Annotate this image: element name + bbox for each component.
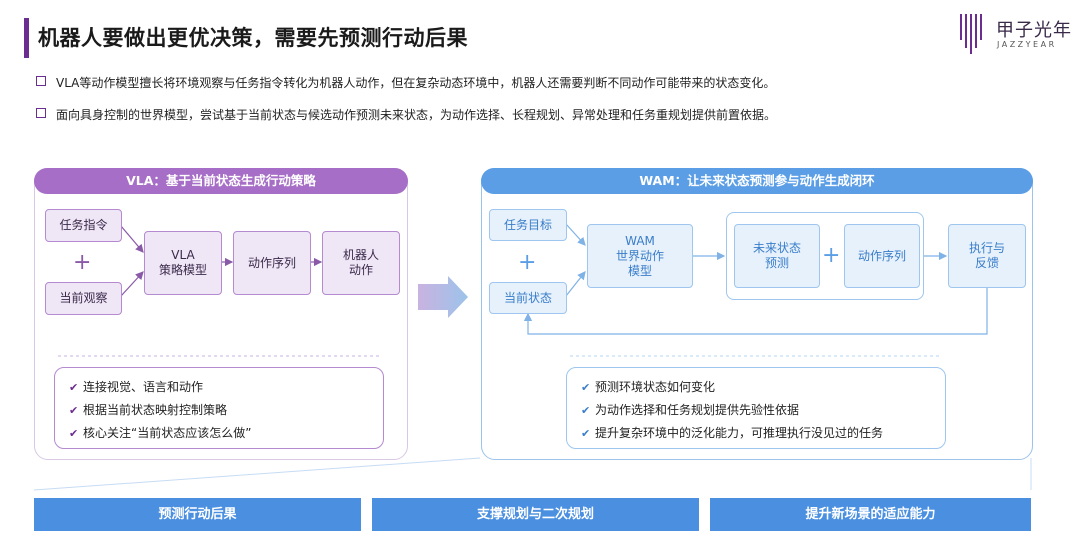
- wam-world-action-model-box: WAM 世界动作 模型: [587, 224, 693, 288]
- check-icon: ✔: [581, 381, 591, 394]
- logo-subtext: JAZZYEAR: [997, 40, 1057, 49]
- check-icon: ✔: [69, 381, 79, 394]
- vla-policy-model-box: VLA 策略模型: [144, 231, 222, 295]
- square-bullet-icon: [36, 76, 46, 86]
- check-icon: ✔: [69, 427, 79, 440]
- vla-action-sequence-box: 动作序列: [233, 231, 311, 295]
- logo-text: 甲子光年: [996, 20, 1072, 41]
- vla-current-observation-box: 当前观察: [45, 282, 122, 315]
- bullet-item: 面向具身控制的世界模型，尝试基于当前状态与候选动作预测未来状态，为动作选择、长程…: [36, 106, 776, 123]
- plus-icon: +: [518, 250, 537, 275]
- footer-tag-adaptation: 提升新场景的适应能力: [710, 498, 1031, 531]
- list-item: ✔核心关注“当前状态应该怎么做”: [69, 426, 252, 440]
- check-icon: ✔: [581, 404, 591, 417]
- wam-feature-list: ✔预测环境状态如何变化 ✔为动作选择和任务规划提供先验性依据 ✔提升复杂环境中的…: [566, 367, 946, 449]
- wam-execution-feedback-box: 执行与 反馈: [948, 224, 1026, 288]
- wam-prediction-group: [726, 212, 924, 300]
- vla-feature-list: ✔连接视觉、语言和动作 ✔根据当前状态映射控制策略 ✔核心关注“当前状态应该怎么…: [54, 367, 384, 449]
- title-accent-bar: [24, 18, 29, 58]
- page-title: 机器人要做出更优决策，需要先预测行动后果: [38, 26, 468, 50]
- footer-tag-planning: 支撑规划与二次规划: [372, 498, 699, 531]
- check-icon: ✔: [69, 404, 79, 417]
- vla-panel-header: VLA：基于当前状态生成行动策略: [34, 168, 408, 194]
- wam-future-state-prediction-box: 未来状态 预测: [734, 224, 820, 288]
- plus-icon: +: [73, 250, 92, 275]
- logo-icon: [960, 14, 982, 54]
- footer-tag-predict: 预测行动后果: [34, 498, 361, 531]
- list-item: ✔为动作选择和任务规划提供先验性依据: [581, 403, 800, 417]
- square-bullet-icon: [36, 108, 46, 118]
- plus-icon: +: [822, 243, 841, 268]
- wam-action-sequence-box: 动作序列: [844, 224, 920, 288]
- vla-task-instruction-box: 任务指令: [45, 209, 122, 242]
- check-icon: ✔: [581, 427, 591, 440]
- wam-task-goal-box: 任务目标: [489, 209, 567, 241]
- wam-panel: [481, 168, 1033, 460]
- list-item: ✔提升复杂环境中的泛化能力，可推理执行没见过的任务: [581, 426, 884, 440]
- list-item: ✔连接视觉、语言和动作: [69, 380, 204, 394]
- list-item: ✔预测环境状态如何变化: [581, 380, 716, 394]
- wam-panel-header: WAM：让未来状态预测参与动作生成闭环: [481, 168, 1033, 194]
- list-item: ✔根据当前状态映射控制策略: [69, 403, 228, 417]
- bullet-item: VLA等动作模型擅长将环境观察与任务指令转化为机器人动作，但在复杂动态环境中，机…: [36, 74, 775, 91]
- vla-robot-action-box: 机器人 动作: [322, 231, 400, 295]
- wam-current-state-box: 当前状态: [489, 282, 567, 314]
